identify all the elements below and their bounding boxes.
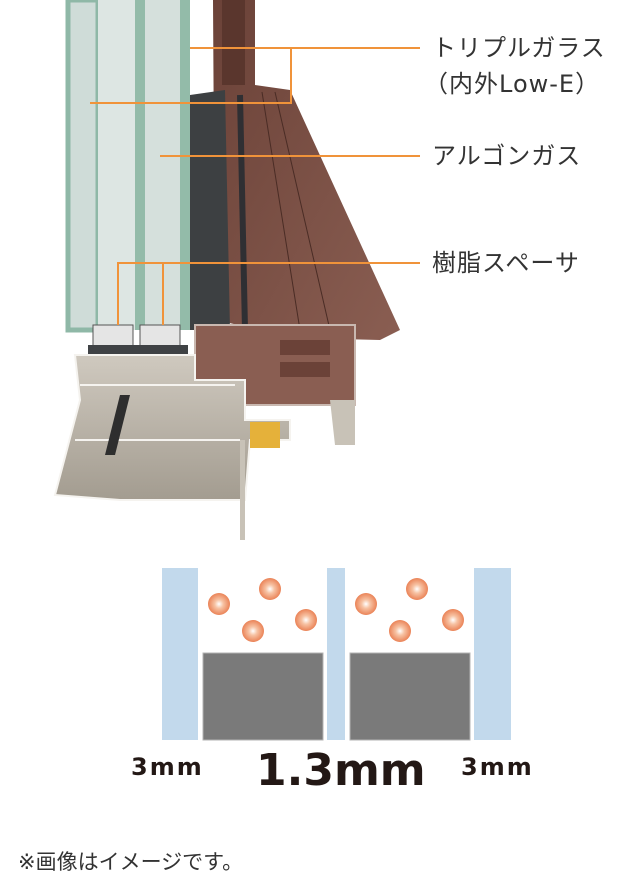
dimension-right: 3mm (461, 753, 534, 781)
leader-lines (90, 47, 420, 325)
label-triple-glass-line1: トリプルガラス (432, 34, 606, 62)
spacer-left (202, 652, 324, 741)
glass-pane-left (162, 568, 198, 740)
label-argon-gas: アルゴンガス (432, 142, 582, 170)
window-frame-drawing (53, 0, 420, 540)
label-triple-glass-line2: （内外Low-E） (424, 70, 601, 98)
window-cross-section-illustration: トリプルガラス （内外Low-E） アルゴンガス 樹脂スペーサ (53, 0, 606, 540)
dimension-center: 1.3mm (256, 745, 426, 796)
glass-pane-middle (327, 568, 345, 740)
label-triple-glass: トリプルガラス （内外Low-E） (424, 33, 606, 99)
glass-spacing-schematic (162, 568, 511, 741)
image-disclaimer: ※画像はイメージです。 (18, 850, 244, 874)
label-resin-spacer: 樹脂スペーサ (432, 249, 580, 277)
dimension-left: 3mm (131, 753, 204, 781)
spacer-right (349, 652, 471, 741)
glass-pane-right (474, 568, 511, 740)
glass-spacing-diagram: 3mm 1.3mm 3mm (0, 555, 640, 815)
